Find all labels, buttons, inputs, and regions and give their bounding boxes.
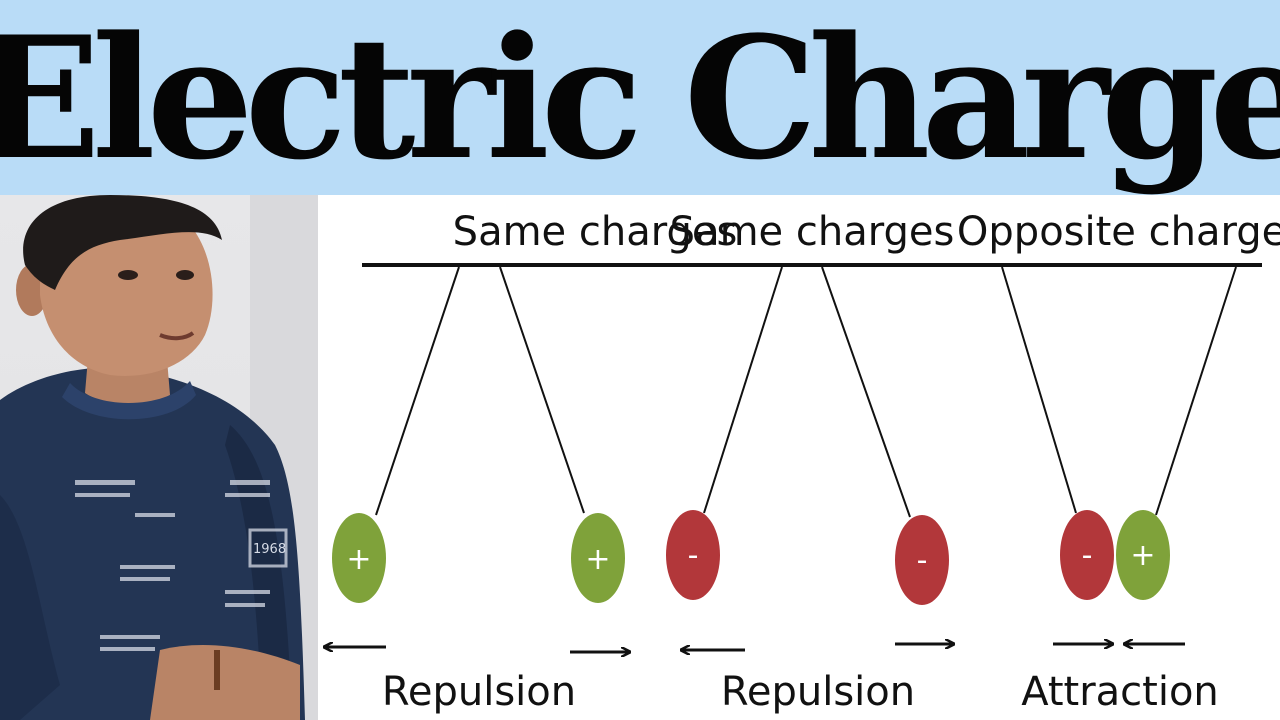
charge-ball-5: - [1060, 510, 1114, 600]
charge-sign-2: + [585, 542, 610, 577]
hand [150, 645, 300, 720]
heading-same-charges-2: Same charges [670, 209, 955, 255]
charge-ball-6: + [1116, 510, 1170, 600]
collar [62, 381, 196, 420]
charge-sign-5: - [1082, 538, 1093, 573]
charge-ball-3-body [666, 510, 720, 600]
charge-ball-1-body [332, 513, 386, 603]
shirt-print [75, 480, 288, 651]
thread-4 [821, 266, 911, 518]
title-banner: Electric Charge [0, 0, 1280, 195]
label-attraction: Attraction [1021, 669, 1219, 715]
charge-ball-2: + [571, 513, 625, 603]
presenter-photo: 1968 [0, 195, 318, 720]
wrist-thread [214, 650, 220, 690]
charge-diagram: Same charges Same charges Opposite charg… [318, 195, 1280, 720]
thread-1 [375, 266, 460, 516]
charge-ball-6-body [1116, 510, 1170, 600]
charge-ball-1: + [332, 513, 386, 603]
charge-ball-5-body [1060, 510, 1114, 600]
shirt-print-text: 1968 [253, 542, 286, 557]
charge-diagram-svg: Same charges Same charges Opposite charg… [318, 209, 1280, 715]
thread-2 [499, 266, 585, 514]
presenter-illustration: 1968 [0, 195, 318, 720]
charge-sign-3: - [688, 538, 699, 573]
charge-sign-4: - [917, 543, 928, 578]
charge-ball-4-body [895, 515, 949, 605]
charge-sign-1: + [346, 542, 371, 577]
page-title: Electric Charge [0, 0, 1280, 195]
left-eye [118, 270, 138, 280]
right-eye [176, 270, 194, 280]
shirt-fold [225, 425, 292, 720]
thread-6 [1155, 266, 1237, 516]
label-repulsion-2: Repulsion [721, 669, 915, 715]
charge-sign-6: + [1130, 538, 1155, 573]
thread-3 [703, 266, 783, 514]
heading-opposite-charges: Opposite charges [957, 209, 1280, 255]
hair [23, 195, 223, 290]
charge-ball-3: - [666, 510, 720, 600]
mouth [159, 331, 195, 341]
arm [0, 495, 60, 720]
thread-5 [1001, 266, 1077, 514]
charge-ball-4: - [895, 515, 949, 605]
charge-ball-2-body [571, 513, 625, 603]
heading-same-charges-1: Same charges [453, 209, 738, 255]
label-repulsion-1: Repulsion [382, 669, 576, 715]
